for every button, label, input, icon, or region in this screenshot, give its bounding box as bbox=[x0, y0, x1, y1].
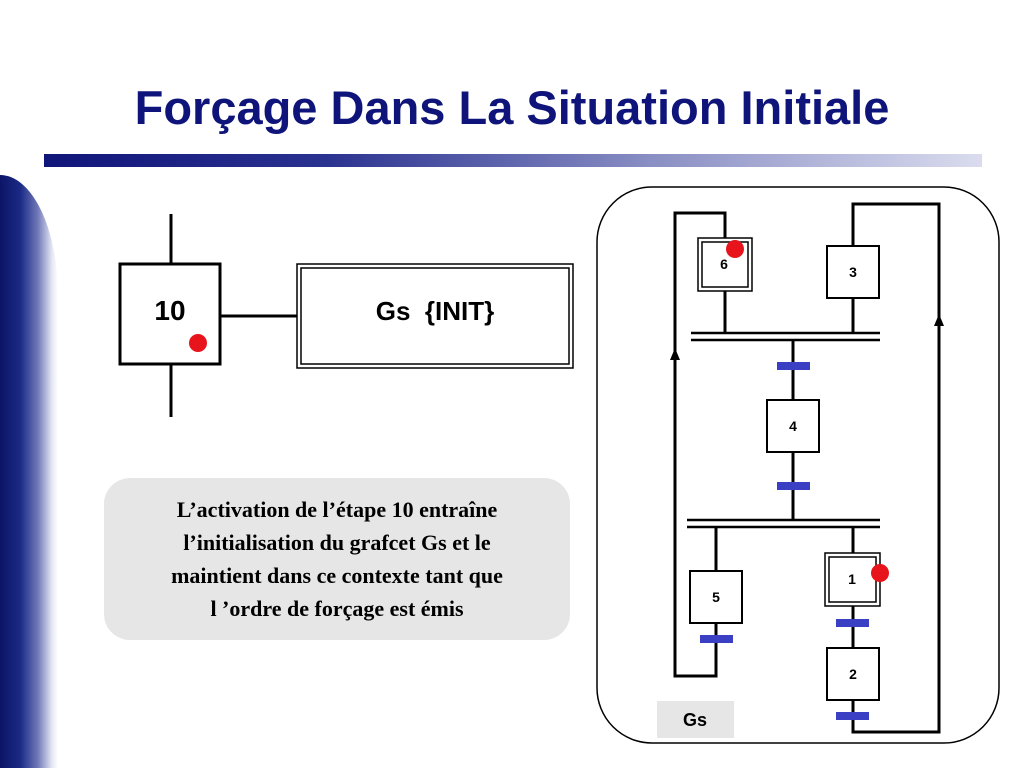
title-underline-bar bbox=[44, 154, 982, 167]
transition-after-4 bbox=[777, 482, 810, 490]
action-text: Gs {INIT} bbox=[376, 296, 494, 326]
step-2-label: 2 bbox=[849, 666, 857, 682]
step-5-label: 5 bbox=[712, 589, 720, 605]
step-5-box bbox=[689, 570, 743, 624]
action-box-inner bbox=[300, 267, 570, 365]
page-title: Forçage Dans La Situation Initiale bbox=[134, 81, 890, 134]
step-1-active-token bbox=[871, 564, 889, 582]
callout-line: l ’ordre de forçage est émis bbox=[210, 596, 464, 621]
loop-back-right bbox=[851, 202, 941, 734]
action-box-outer bbox=[296, 263, 574, 369]
step-6-box-inner bbox=[701, 241, 749, 288]
step-10-active-token bbox=[189, 334, 207, 352]
grafcet-name-label: Gs bbox=[683, 710, 707, 730]
grafcet-gs-diagram: 6 3 4 5 1 2 Gs bbox=[596, 186, 1000, 744]
transition-after-1 bbox=[836, 619, 869, 627]
transition-after-5 bbox=[700, 635, 733, 643]
step-3-label: 3 bbox=[849, 264, 857, 280]
step-6-active-token bbox=[726, 240, 744, 258]
transition-before-4 bbox=[777, 362, 810, 370]
transition-after-2 bbox=[836, 712, 869, 720]
loop-right-arrow bbox=[934, 314, 944, 326]
step-1-label: 1 bbox=[848, 571, 856, 587]
callout-line: l’initialisation du grafcet Gs et le bbox=[183, 530, 491, 555]
loop-left-arrow bbox=[670, 348, 680, 360]
step-2-box bbox=[826, 647, 880, 701]
forcing-step-diagram: 10 Gs {INIT} bbox=[118, 214, 574, 417]
left-decor-band bbox=[0, 175, 58, 768]
step-10-label: 10 bbox=[154, 295, 185, 326]
loop-back-left bbox=[673, 211, 727, 678]
step-6-label: 6 bbox=[720, 256, 728, 272]
step-4-label: 4 bbox=[789, 418, 797, 434]
step-1-box-outer bbox=[824, 552, 881, 607]
callout-line: L’activation de l’étape 10 entraîne bbox=[176, 497, 498, 522]
step-3-box bbox=[826, 245, 880, 299]
explanation-callout: L’activation de l’étape 10 entraîne l’in… bbox=[104, 478, 570, 640]
grafcet-name-tag bbox=[657, 701, 734, 738]
callout-text: L’activation de l’étape 10 entraîne l’in… bbox=[117, 493, 557, 625]
callout-line: maintient dans ce contexte tant que bbox=[171, 563, 503, 588]
